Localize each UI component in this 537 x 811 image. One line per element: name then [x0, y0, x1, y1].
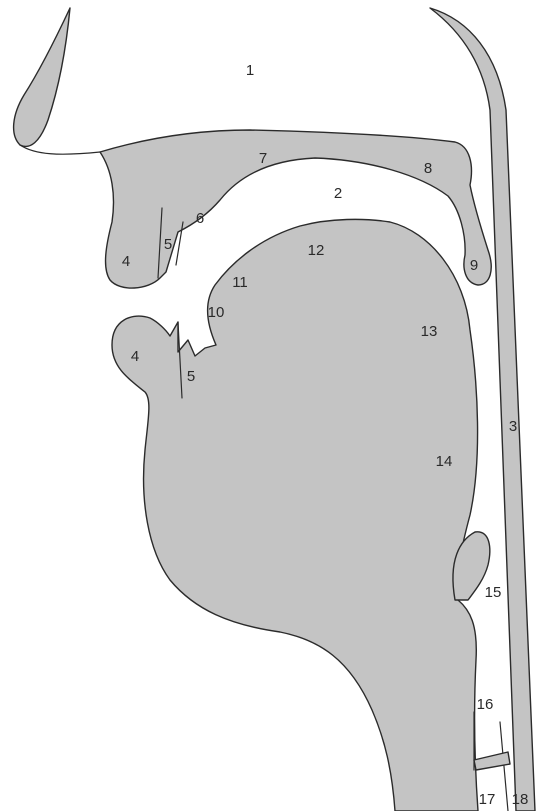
label-6: 6: [196, 210, 204, 227]
vocal-fold-line-17: [500, 722, 508, 811]
label-3: 3: [509, 418, 517, 435]
label-10: 10: [208, 304, 225, 321]
label-5-lower-teeth: 5: [187, 368, 195, 385]
label-17: 17: [479, 791, 496, 808]
nose-shape: [14, 8, 70, 146]
label-16: 16: [477, 696, 494, 713]
label-4-upper-lip: 4: [122, 253, 130, 270]
label-1: 1: [246, 62, 254, 79]
label-11: 11: [232, 274, 248, 291]
label-13: 13: [421, 323, 438, 340]
label-5-upper-teeth: 5: [164, 236, 172, 253]
label-18: 18: [512, 791, 529, 808]
label-2: 2: [334, 185, 342, 202]
label-4-lower-lip: 4: [131, 348, 139, 365]
label-15: 15: [485, 584, 502, 601]
label-14: 14: [436, 453, 453, 470]
tongue-lower-jaw: [112, 219, 478, 811]
nostril-edge: [20, 145, 100, 154]
label-7: 7: [259, 150, 267, 167]
label-8: 8: [424, 160, 432, 177]
label-12: 12: [308, 242, 325, 259]
label-9: 9: [470, 257, 478, 274]
